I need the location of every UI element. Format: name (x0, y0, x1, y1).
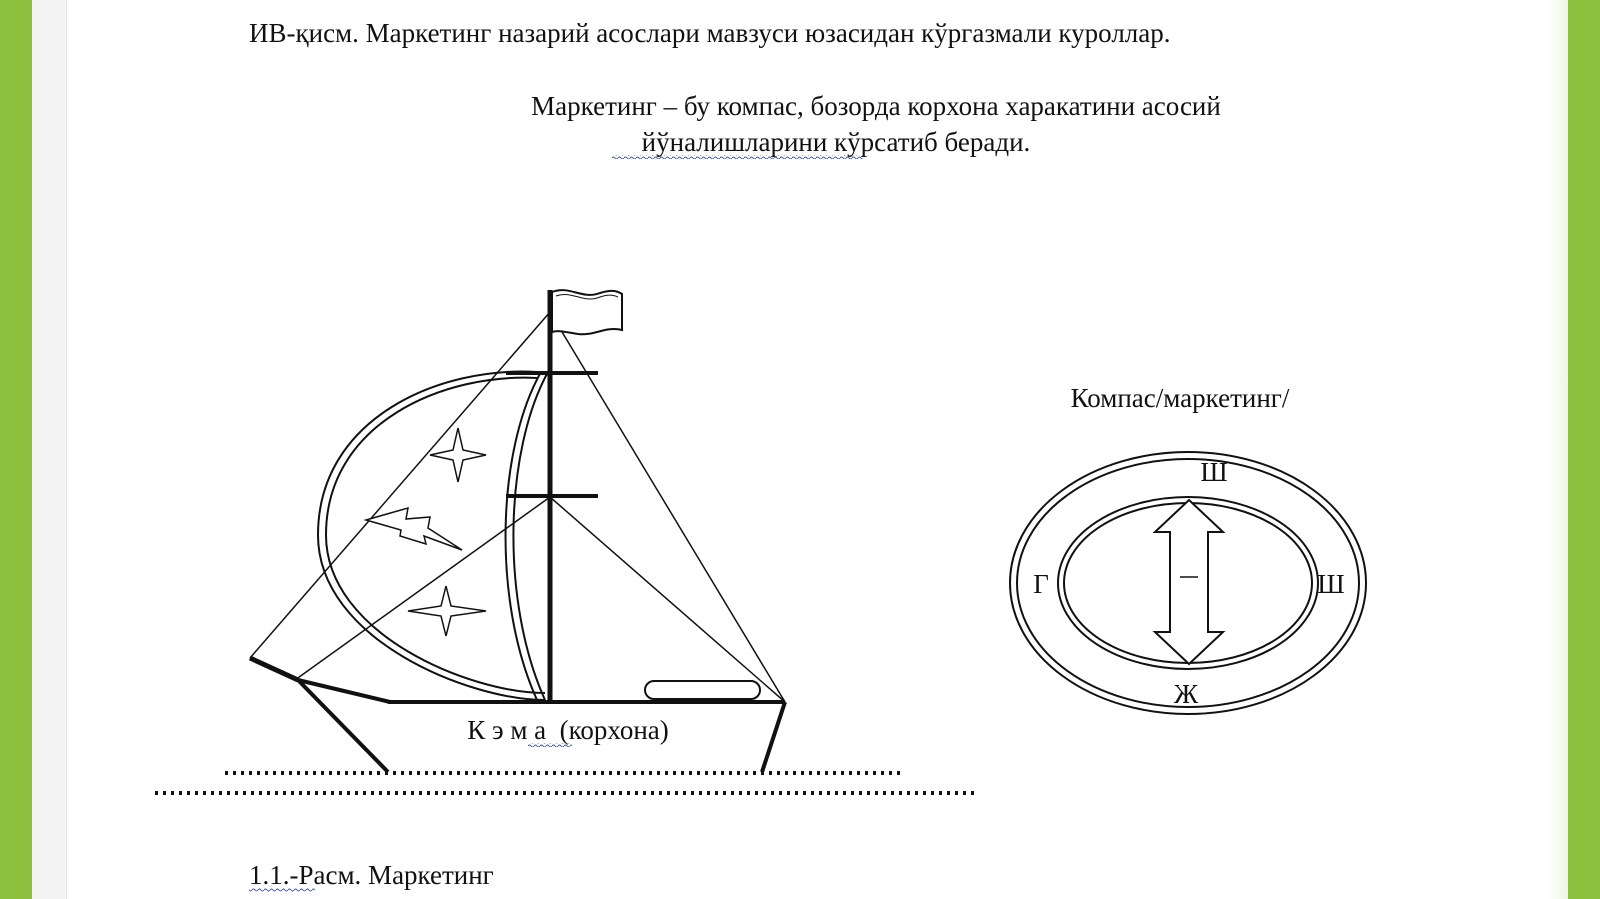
compass-south-label: Ж (1174, 679, 1199, 709)
left-green-bar (0, 0, 32, 899)
compass-illustration (1009, 451, 1367, 715)
subtitle-line-1: Маркетинг – бу компас, бозорда корхона х… (531, 91, 1221, 121)
figure-caption: 1.1.-Расм. Маркетинг (249, 860, 494, 890)
compass-east-label: Ш (1317, 569, 1344, 599)
spellcheck-underline (612, 155, 863, 159)
document-heading: ИВ-қисм. Маркетинг назарий асослари мавз… (249, 18, 1171, 48)
spellcheck-underline (249, 888, 315, 892)
left-page-margin (32, 0, 67, 899)
ship-illustration (248, 289, 787, 774)
compass-title: Компас/маркетинг/ (1071, 383, 1290, 413)
compass-north-label: Ш (1200, 457, 1227, 487)
compass-needle-icon (1152, 498, 1226, 666)
subtitle-line-2: йўналишларини кўрсатиб беради. (642, 127, 1031, 157)
ship-label: К э м а (корхона) (467, 715, 669, 745)
right-green-bar (1568, 0, 1600, 899)
compass-west-label: Г (1033, 569, 1049, 599)
spellcheck-underline (528, 743, 572, 747)
right-page-margin (1548, 0, 1568, 899)
